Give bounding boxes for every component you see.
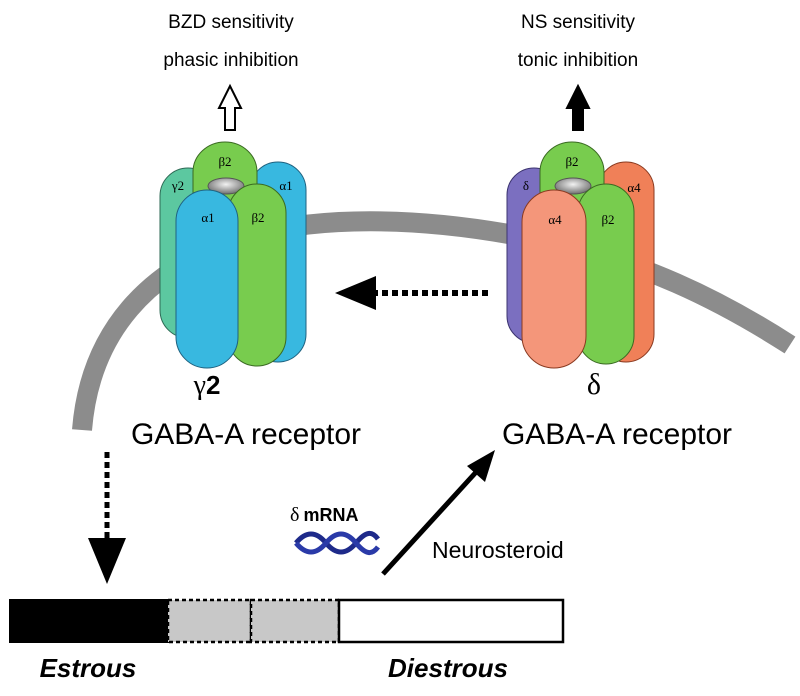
label-delta: δ (523, 178, 529, 193)
gamma2-receptor: β2 γ2 α1 α1 β2 (159, 141, 307, 369)
label-alpha4-back: α4 (627, 180, 641, 195)
diestrous-label: Diestrous (388, 653, 508, 683)
delta-receptor-name: GABA-A receptor (502, 418, 732, 451)
right-label-ns: NS sensitivity (521, 12, 636, 33)
gamma2-receptor-name: GABA-A receptor (131, 418, 361, 451)
subunit-alpha1-front (175, 189, 239, 369)
delta-receptor: β2 δ α4 α4 β2 (506, 141, 655, 369)
gamma-number: 2 (206, 370, 220, 400)
left-label-bzd: BZD sensitivity (168, 12, 294, 33)
open-up-arrow (217, 83, 243, 131)
gamma-symbol: γ (193, 370, 206, 401)
subunit-alpha4-front (521, 189, 587, 369)
neurosteroid-label: Neurosteroid (432, 537, 564, 563)
ion-pore-right (554, 177, 592, 195)
neurosteroid-arrow-head (467, 450, 495, 482)
transition-segment-1 (166, 598, 253, 644)
mrna-text: mRNA (303, 505, 358, 525)
filled-up-arrow (565, 83, 591, 131)
label-gamma2: γ2 (171, 178, 184, 193)
cycle-bar (9, 598, 565, 644)
label-beta2-front: β2 (251, 210, 264, 225)
delta-type-label: δ (587, 368, 601, 401)
gamma2-type-label: γ2 (193, 370, 221, 401)
transition-segment-2 (249, 598, 341, 644)
dotted-down-head (88, 538, 126, 584)
diestrous-segment (337, 598, 565, 644)
left-label-phasic: phasic inhibition (163, 50, 298, 71)
mrna-helix-icon (294, 531, 380, 555)
neurosteroid-arrow-shaft (381, 468, 480, 576)
cell-membrane (72, 211, 796, 431)
label-alpha1-front: α1 (201, 210, 214, 225)
label-beta2-top-right: β2 (565, 154, 578, 169)
right-label-tonic: tonic inhibition (518, 50, 638, 71)
ion-pore (207, 177, 245, 195)
estrous-segment (9, 599, 169, 643)
dotted-arrow-head-left (335, 276, 376, 310)
label-alpha1-back: α1 (279, 178, 292, 193)
label-beta2-front-right: β2 (601, 212, 614, 227)
label-alpha4-front: α4 (548, 212, 562, 227)
estrous-label: Estrous (40, 653, 137, 683)
label-beta2-top: β2 (218, 154, 231, 169)
mrna-delta-symbol: δ (290, 504, 299, 526)
